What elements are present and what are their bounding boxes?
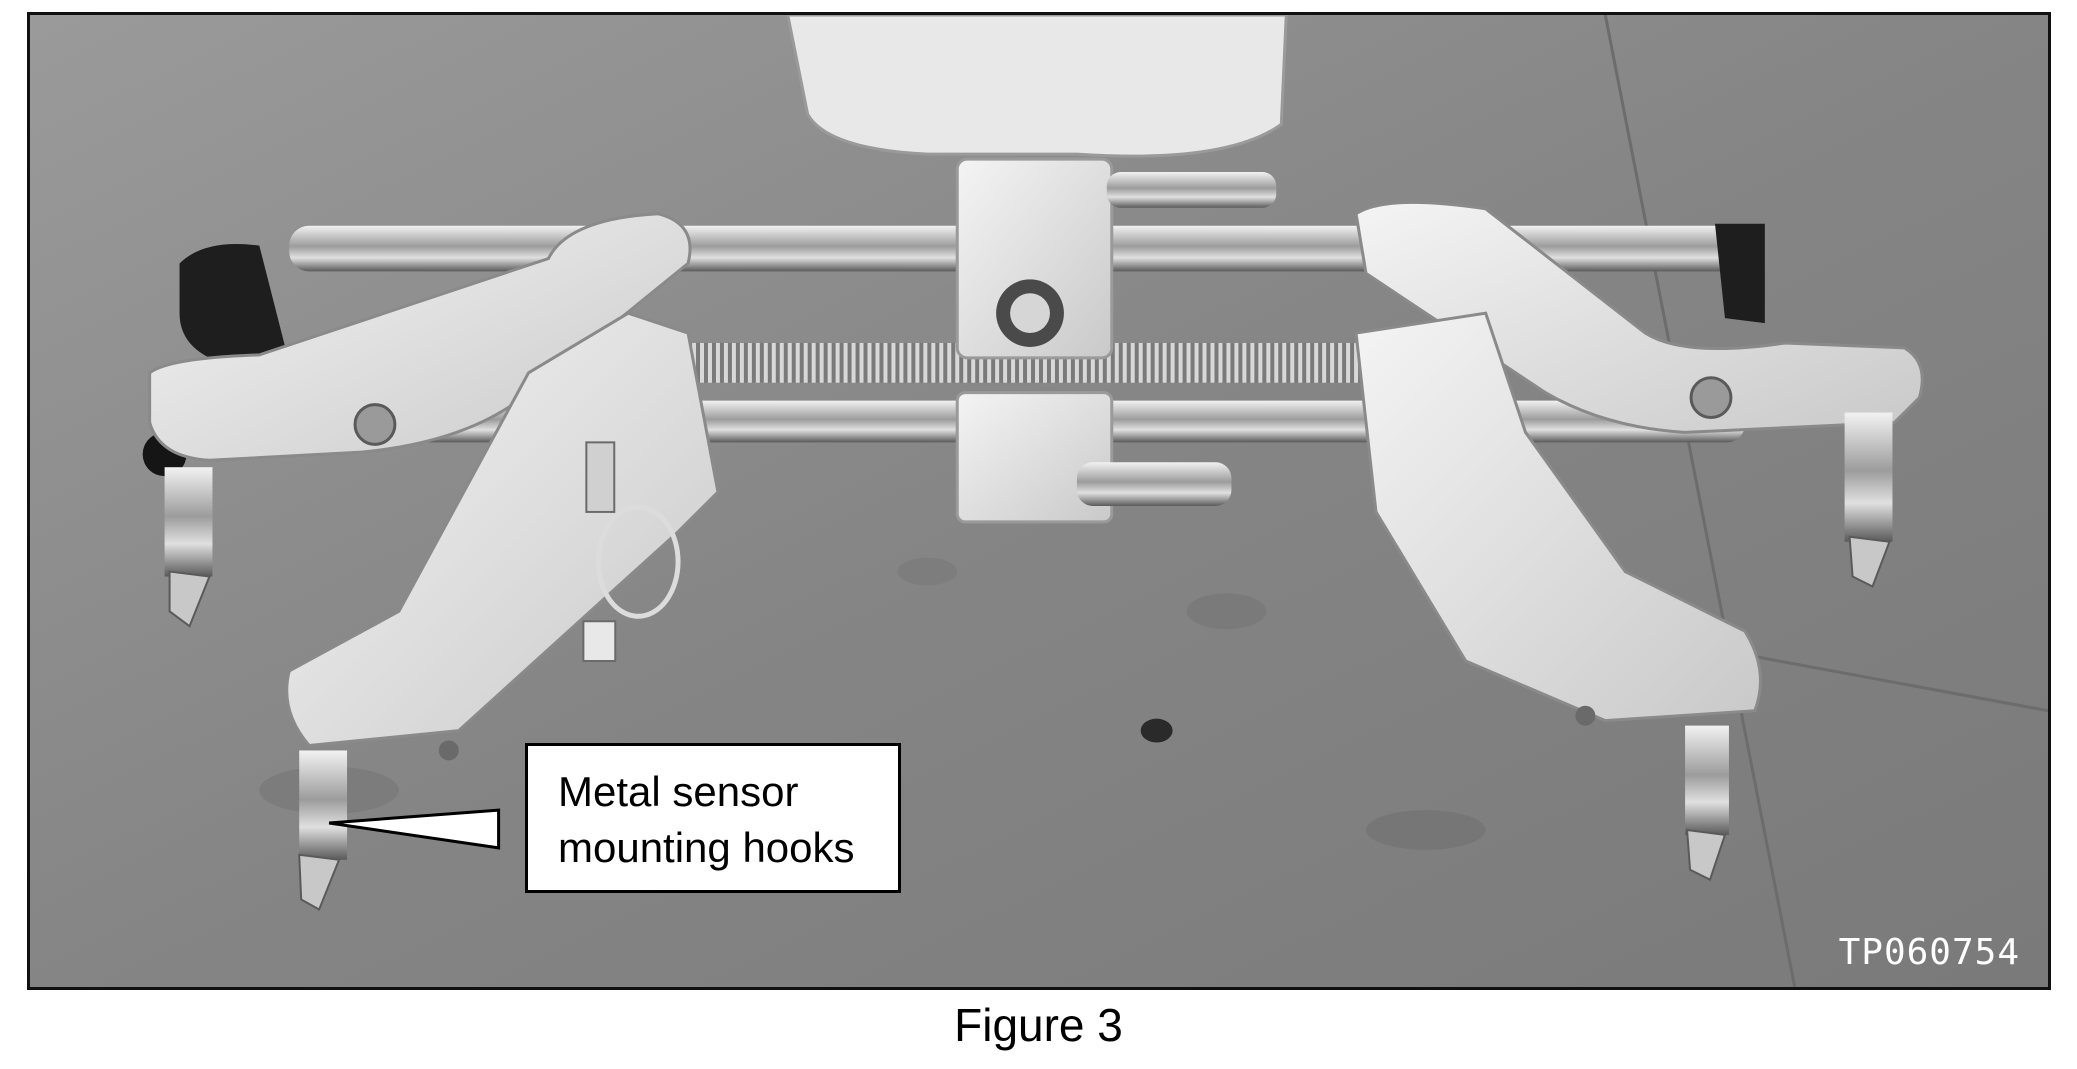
- center-block-upper: [955, 157, 1114, 360]
- callout-line-1: Metal sensor: [558, 768, 799, 815]
- hook-right-bottom: [1685, 725, 1729, 882]
- figure-caption: Figure 3: [954, 999, 1123, 1051]
- callout-leader: [328, 808, 501, 850]
- wheel-clamp-illustration: [30, 15, 2048, 987]
- photo-id: TP060754: [1838, 932, 2020, 973]
- callout-line-2: mounting hooks: [558, 824, 855, 871]
- right-bracket-leg: [1354, 311, 1762, 723]
- center-block-lower: [955, 391, 1114, 524]
- callout-label: Metal sensor mounting hooks: [525, 743, 901, 893]
- left-bracket-leg: [285, 311, 720, 748]
- hook-right-top: [1844, 412, 1893, 588]
- hook-left-top: [164, 467, 213, 628]
- right-bracket-arm: [1354, 200, 1924, 434]
- sensor-housing: [786, 15, 1288, 158]
- hook-left-bottom: [298, 750, 348, 911]
- left-bracket-arm: [148, 212, 692, 462]
- equipment-photo: Metal sensor mounting hooks TP060754: [27, 12, 2051, 990]
